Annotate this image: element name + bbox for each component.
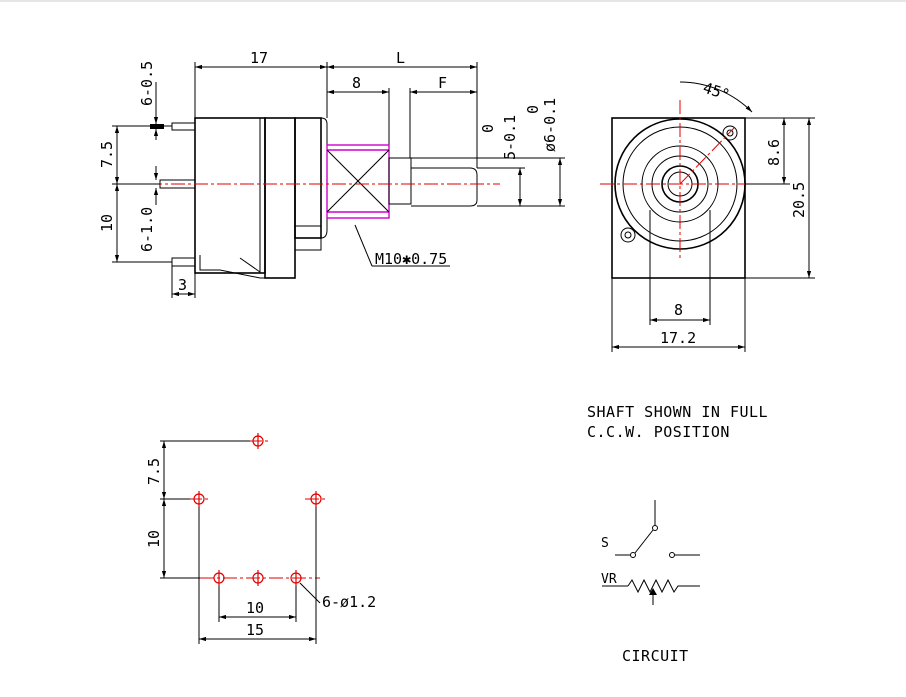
dim-pcb-vertical-top: 7.5	[145, 458, 163, 485]
dim-pin-width: 6-1.0	[138, 207, 156, 252]
dim-bushing-length: 8	[352, 74, 361, 92]
pcb-hole-bottom-3	[290, 570, 302, 586]
dim-standoff: 3	[178, 276, 187, 294]
pcb-hole-left	[193, 491, 205, 507]
dim-pcb-inner-span: 10	[246, 599, 264, 617]
dim-bottom-pin-pitch: 10	[98, 214, 116, 232]
dim-center-height: 8.6	[765, 139, 783, 166]
pcb-hole-bottom-2	[252, 570, 264, 586]
dim-height: 20.5	[790, 182, 808, 218]
dim-pin-thickness: 6-0.5	[138, 61, 156, 106]
dim-pcb-outer-span: 15	[246, 621, 264, 639]
dim-flat-length: F	[438, 74, 447, 92]
dim-shaft-tol-top: 0	[524, 105, 542, 114]
dim-top-pin-pitch: 7.5	[98, 141, 116, 168]
dim-shaft-dia: ø6-0.1	[541, 98, 559, 152]
dim-inner-width: 8	[674, 301, 683, 319]
top-border	[0, 0, 906, 2]
dim-shaft-length: L	[396, 49, 405, 67]
dim-angle: 45°	[701, 79, 732, 104]
pcb-layout: 7.5 10 10 15 6-ø1.2	[145, 433, 376, 644]
dim-width: 17.2	[660, 329, 696, 347]
dim-hole-spec: 6-ø1.2	[322, 593, 376, 611]
circuit-diagram: S VR CIRCUIT	[601, 500, 700, 665]
side-view: 17 L 8 F	[98, 49, 565, 298]
dim-pcb-vertical-mid: 10	[145, 530, 163, 548]
dim-body-length: 17	[250, 49, 268, 67]
dim-flat-tol-top: 0	[479, 124, 497, 133]
pcb-hole-right	[310, 491, 322, 507]
note-line-1: SHAFT SHOWN IN FULL	[587, 403, 768, 421]
dim-flat-tol: 5-0.1	[501, 115, 519, 160]
pcb-hole-top	[252, 433, 264, 449]
note-line-2: C.C.W. POSITION	[587, 423, 730, 441]
pot-label: VR	[601, 572, 617, 587]
circuit-caption: CIRCUIT	[622, 647, 689, 665]
switch-label: S	[601, 536, 609, 551]
pcb-hole-bottom-1	[213, 570, 225, 586]
dim-thread: M10✱0.75	[375, 250, 447, 268]
front-view: 45° 8.6 20.5 8 17.2	[600, 79, 815, 352]
